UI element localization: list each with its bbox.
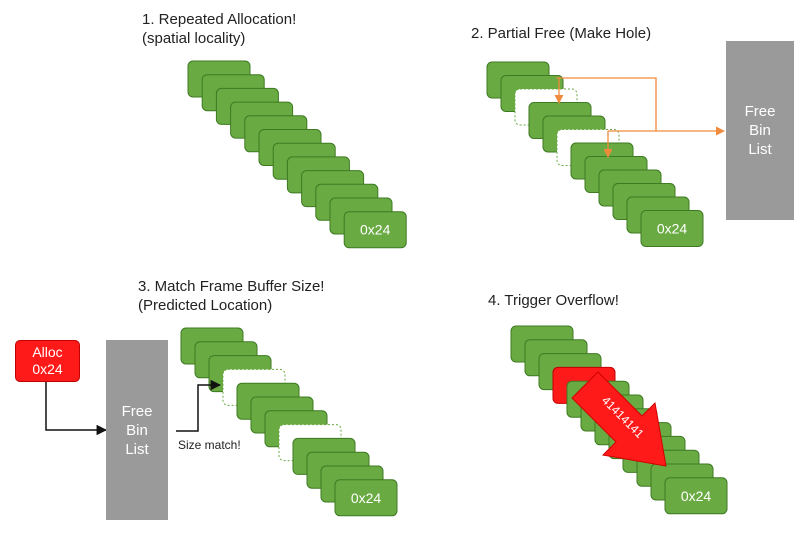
chunk-size-label: 0x24	[351, 490, 382, 506]
stack-allocation: 0x24	[187, 60, 407, 249]
panel-1-title-line1: 1. Repeated Allocation!	[142, 11, 297, 28]
free-arrow-path-1	[556, 77, 657, 131]
alloc-text-1: Alloc	[32, 344, 63, 360]
free-bin-text-2: Bin	[749, 122, 771, 139]
heap-chunk	[664, 477, 728, 515]
alloc-request-box: Alloc 0x24	[15, 340, 80, 382]
flow-arrows	[45, 77, 725, 436]
chunk-size-label: 0x24	[657, 221, 688, 237]
overflow-arrow	[571, 371, 667, 467]
heap-chunk	[334, 479, 398, 517]
stack-match-size: 0x24	[180, 327, 398, 517]
panel-2-title-line1: 2. Partial Free (Make Hole)	[471, 25, 652, 42]
stack-partial-free: 0x24	[486, 61, 704, 247]
panel-3-title: 3. Match Frame Buffer Size! (Predicted L…	[138, 277, 324, 315]
chunk-size-label: 0x24	[360, 222, 391, 238]
size-match-label: Size match!	[178, 438, 241, 452]
panel-3-title-line2: (Predicted Location)	[138, 297, 273, 314]
free-bin-text-1: Free	[744, 103, 776, 120]
heap-chunk	[640, 210, 704, 247]
panel-4-title-line1: 4. Trigger Overflow!	[488, 292, 619, 309]
free-bin-text-1: Free	[121, 402, 153, 420]
free-bin-list-box-bottom: Free Bin List	[106, 340, 168, 520]
alloc-to-bin-arrow	[45, 380, 108, 436]
free-bin-text-2: Bin	[126, 421, 148, 439]
overflow-arrow-group: 41414141	[571, 371, 667, 467]
panel-3-title-line1: 3. Match Frame Buffer Size!	[138, 278, 325, 295]
panel-2-title: 2. Partial Free (Make Hole)	[471, 24, 651, 43]
panel-4-title: 4. Trigger Overflow!	[488, 291, 619, 310]
free-bin-list-box-top: Free Bin List	[726, 41, 794, 220]
heap-chunk	[343, 211, 407, 249]
panel-1-title-line2: (spatial locality)	[142, 30, 246, 47]
free-bin-text-3: List	[748, 141, 772, 158]
free-bin-text-3: List	[125, 440, 149, 458]
bin-to-hole-arrow	[176, 379, 222, 432]
panel-1-title: 1. Repeated Allocation! (spatial localit…	[142, 10, 296, 48]
chunk-size-label: 0x24	[681, 488, 712, 504]
alloc-text-2: 0x24	[32, 361, 63, 377]
